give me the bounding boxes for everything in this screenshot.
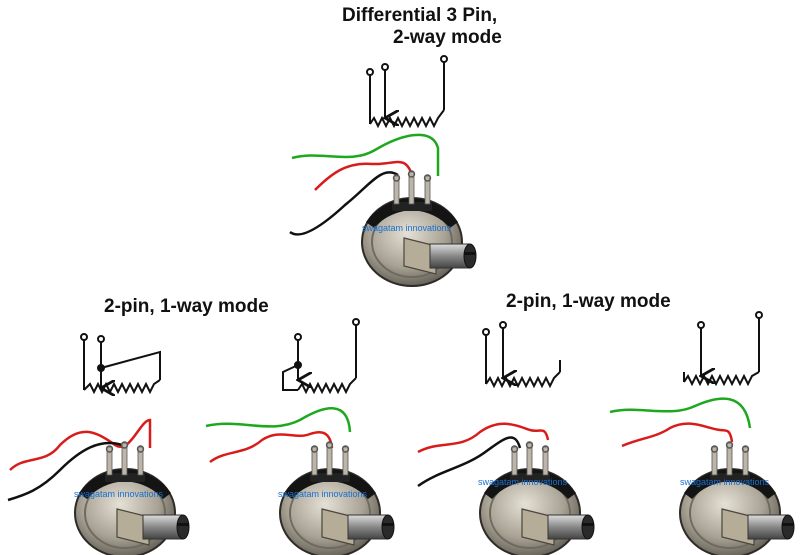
schematic-1 <box>80 333 161 392</box>
watermark-4: swagatam innovations <box>680 477 770 487</box>
potentiometer-3 <box>479 441 595 555</box>
watermark-3: swagatam innovations <box>478 477 568 487</box>
wires-top <box>289 133 440 236</box>
schematic-4 <box>683 311 763 387</box>
schematic-top <box>366 55 448 129</box>
wires-1 <box>7 418 152 502</box>
watermark-2: swagatam innovations <box>278 489 368 499</box>
section-label-right: 2-pin, 1-way mode <box>506 291 671 312</box>
wires-4 <box>609 397 752 448</box>
schematic-2 <box>282 318 360 395</box>
wires-2 <box>205 407 352 464</box>
title-line-1: Differential 3 Pin, <box>342 5 498 26</box>
section-label-left: 2-pin, 1-way mode <box>104 296 269 317</box>
watermark-1: swagatam innovations <box>74 489 164 499</box>
schematic-3 <box>482 321 561 389</box>
watermark-top: swagatam innovations <box>362 223 452 233</box>
wires-3 <box>417 422 550 488</box>
title-line-2: 2-way mode <box>393 27 502 48</box>
potentiometer-4 <box>679 441 795 555</box>
